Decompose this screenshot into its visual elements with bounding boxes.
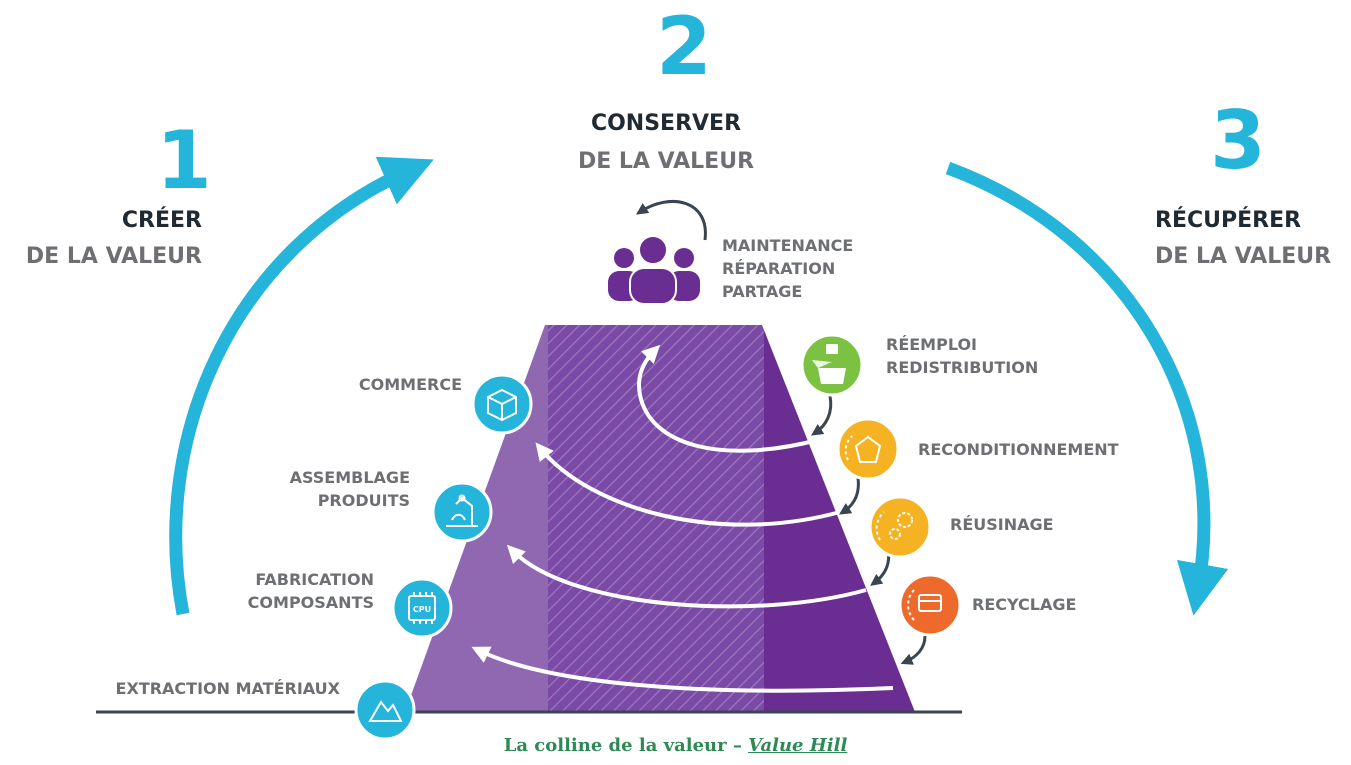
loop-refurbishment [535, 442, 841, 527]
phase-recover-verb: RÉCUPÉRER [1155, 207, 1301, 233]
phase-create-number: 1 [156, 114, 212, 207]
label-fabrication-line2: COMPOSANTS [248, 593, 374, 612]
cycle-arrows [169, 156, 1229, 616]
phase-conserve: 2 CONSERVER DE LA VALEUR [578, 0, 754, 174]
caption-text: La colline de la valeur – [503, 735, 749, 756]
caption-link[interactable]: Value Hill [748, 735, 848, 756]
cpu-chip-icon [408, 592, 436, 624]
reconditionnement-step [836, 417, 900, 481]
gears-icon [875, 511, 913, 541]
phase-conserve-verb: CONSERVER [591, 111, 741, 136]
left-step-labels: COMMERCE ASSEMBLAGE PRODUITS FABRICATION… [116, 375, 462, 698]
label-assemblage-line2: PRODUITS [318, 491, 410, 510]
assemblage-step [431, 481, 493, 543]
label-reusinage: RÉUSINAGE [950, 515, 1054, 534]
label-redistribution: REDISTRIBUTION [886, 358, 1038, 377]
box-icon [487, 388, 517, 422]
loop-reuse [637, 344, 819, 453]
phase-create: 1 CRÉER DE LA VALEUR [26, 114, 212, 269]
label-partage: PARTAGE [722, 282, 802, 301]
phase-conserve-number: 2 [656, 0, 712, 93]
open-box-icon [812, 344, 846, 384]
users-group-icon [608, 235, 700, 305]
refurbish-icon [844, 435, 882, 463]
label-maintenance: MAINTENANCE [722, 236, 853, 255]
hill-conserve-zone [548, 325, 766, 712]
label-fabrication-line1: FABRICATION [255, 570, 374, 589]
phase-create-rest: DE LA VALEUR [26, 244, 202, 269]
commerce-step [471, 373, 533, 435]
figure-caption: La colline de la valeur – Value Hill [0, 735, 1351, 756]
extraction-step [354, 679, 416, 741]
label-recyclage: RECYCLAGE [972, 595, 1076, 614]
phase-conserve-rest: DE LA VALEUR [578, 149, 754, 174]
top-step-labels: MAINTENANCE RÉPARATION PARTAGE [722, 236, 853, 301]
phase-recover-rest: DE LA VALEUR [1155, 244, 1331, 269]
label-commerce: COMMERCE [359, 375, 462, 394]
reusinage-step [868, 495, 932, 559]
loop-arrows [471, 344, 894, 693]
loop-recycling [471, 646, 894, 693]
label-reemploi: RÉEMPLOI [886, 335, 977, 354]
mountain-icon [368, 700, 403, 722]
reemploi-step [800, 333, 864, 397]
recyclage-step [898, 573, 962, 637]
loop-remanufacturing [506, 544, 867, 609]
phase-recover-number: 3 [1210, 94, 1266, 187]
recover-arc-arrow [945, 161, 1229, 616]
label-extraction: EXTRACTION MATÉRIAUX [116, 679, 341, 698]
robot-arm-icon [446, 494, 478, 527]
phase-create-verb: CRÉER [122, 207, 202, 233]
right-step-labels: RÉEMPLOI REDISTRIBUTION RECONDITIONNEMEN… [886, 335, 1119, 614]
maintenance-loop-arrow [636, 199, 707, 241]
recycle-box-icon [907, 589, 942, 621]
phase-recover: 3 RÉCUPÉRER DE LA VALEUR [1155, 94, 1331, 269]
cpu-label: CPU [413, 605, 431, 614]
create-arc-arrow [169, 156, 434, 616]
label-assemblage-line1: ASSEMBLAGE [290, 468, 410, 487]
label-reconditionnement: RECONDITIONNEMENT [918, 440, 1119, 459]
label-reparation: RÉPARATION [722, 259, 835, 278]
fabrication-step: CPU [391, 577, 453, 639]
